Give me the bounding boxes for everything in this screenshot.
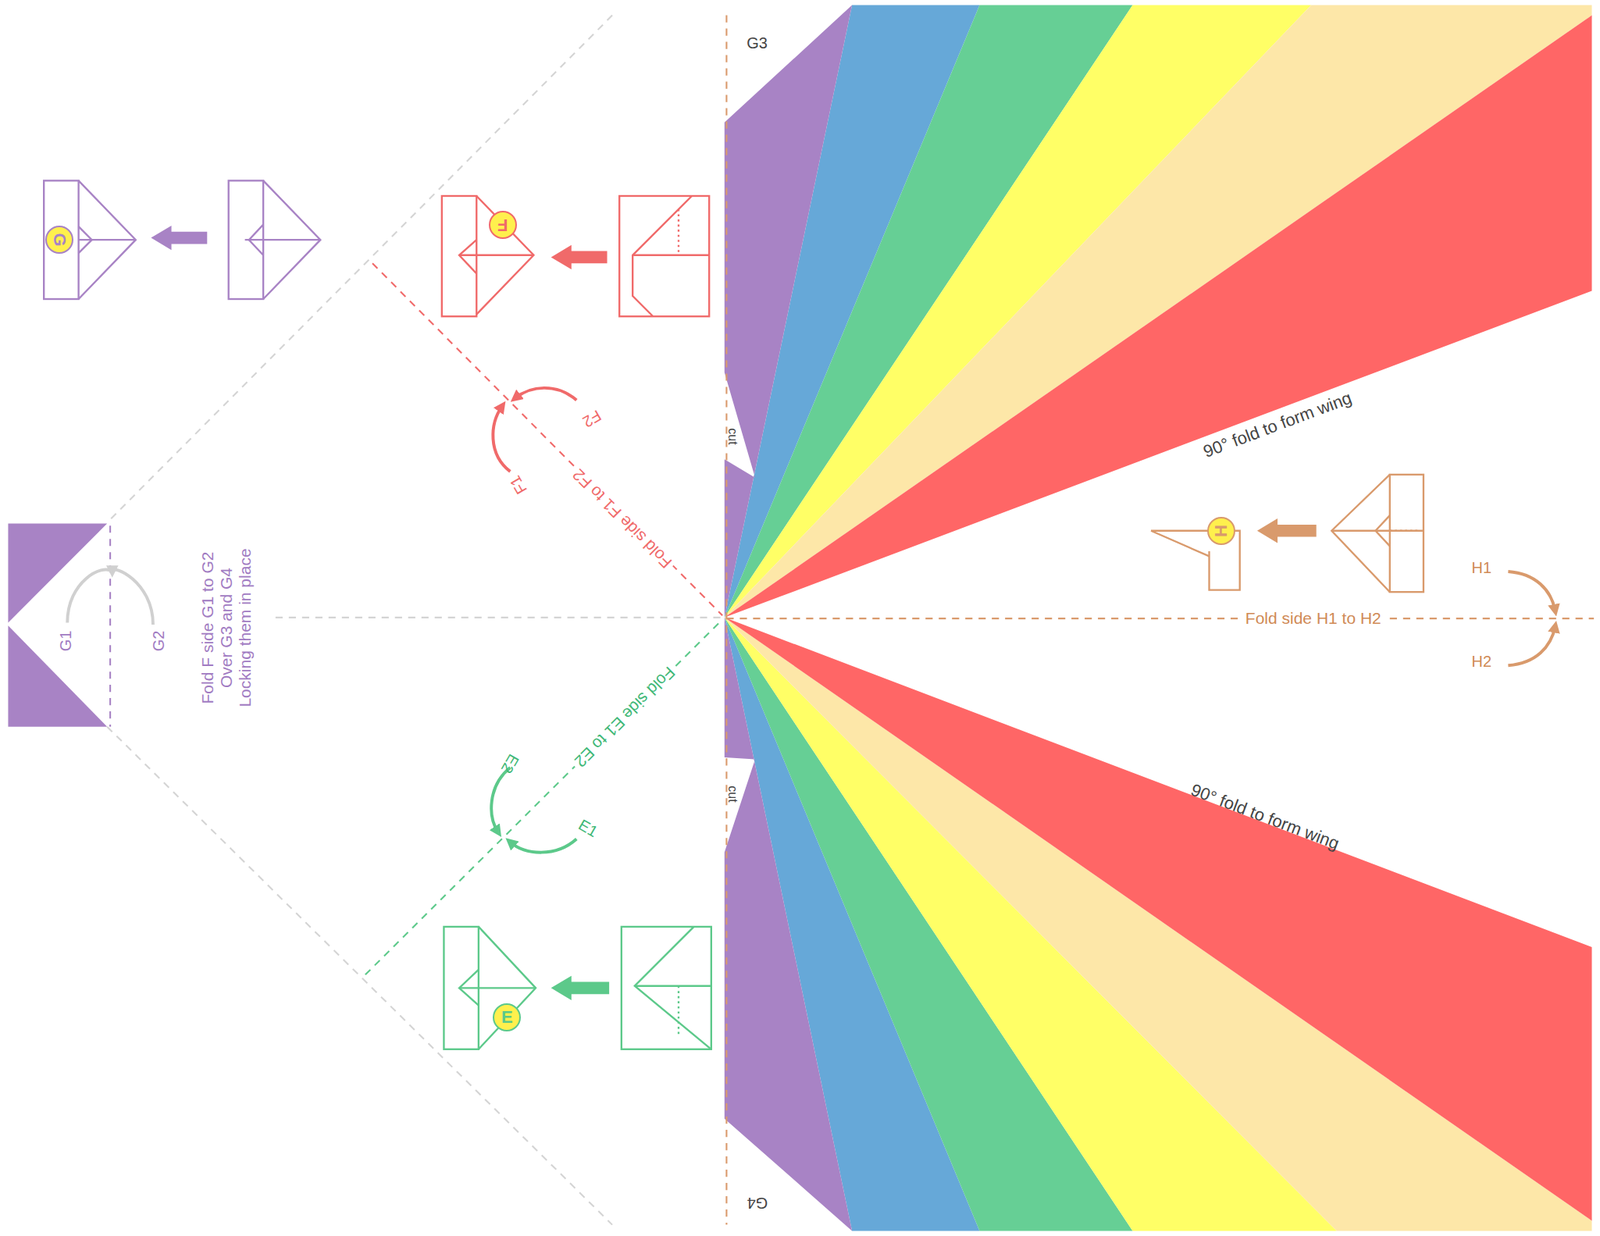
fold-label: cut [725, 785, 740, 802]
badge-letter: F [497, 214, 508, 236]
fold-arrows [67, 388, 1555, 853]
fold-label: H1 [1471, 558, 1493, 577]
fold-label: H2 [1471, 652, 1493, 671]
fold-label: E1 [574, 816, 601, 841]
fold-label: G1 [56, 630, 75, 653]
fold-label: G4 [746, 1193, 768, 1212]
badge-letter: E [501, 1007, 514, 1028]
fold-label: G2 [149, 630, 168, 653]
fold-label: F1 [506, 472, 531, 498]
badge-letter: G [49, 233, 70, 247]
step-badge: H [1207, 516, 1236, 546]
fold-label: Fold side E1 to E2 [568, 660, 681, 774]
badge-letter: H [1211, 524, 1232, 538]
fold-label: Fold side H1 to H2 [1242, 609, 1385, 628]
step-badge: G [45, 225, 74, 254]
instruction-note: Fold F side G1 to G2 Over G3 and G4 Lock… [198, 541, 255, 715]
fold-label: cut [725, 428, 740, 446]
fold-lines [106, 15, 1594, 1226]
fold-label: 90° fold to form wing [1188, 780, 1343, 854]
step-arrows [150, 225, 1316, 1001]
fold-label: Fold side F1 to F2 [566, 463, 678, 574]
step-badge: E [492, 1003, 521, 1032]
fold-label: E2 [497, 750, 523, 777]
step-icons [43, 180, 1424, 1049]
lock-tab [7, 523, 107, 727]
step-badge: F [488, 210, 517, 239]
fold-label: F2 [579, 406, 605, 432]
fold-label: G3 [746, 33, 768, 52]
fold-label: 90° fold to form wing [1200, 388, 1355, 462]
